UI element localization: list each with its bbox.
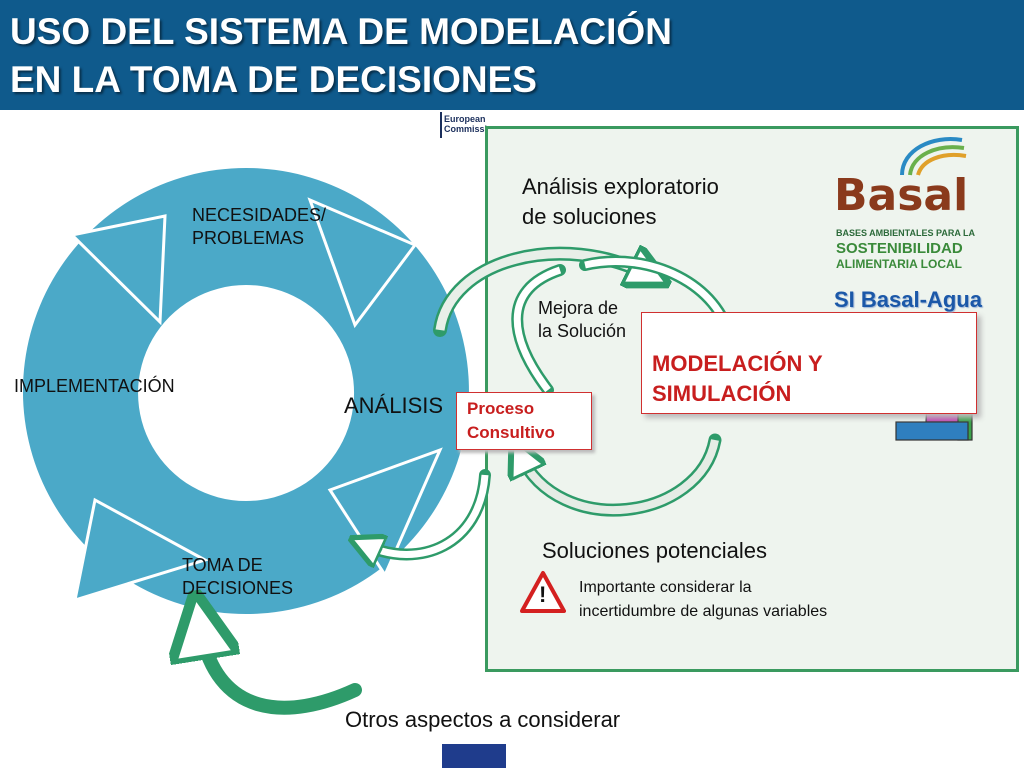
exploratorio-line-1: Análisis exploratorio [522, 174, 719, 199]
basal-sub-1: BASES AMBIENTALES PARA LA [836, 228, 976, 238]
cycle-arrowhead-bottom-right [327, 447, 443, 579]
modelacion-line-1: MODELACIÓN Y [652, 351, 823, 376]
cycle-arrowhead-top-left [68, 214, 167, 326]
basal-word: Basal [834, 170, 969, 221]
arrow-otros-to-toma [200, 625, 362, 715]
title-line-2: EN LA TOMA DE DECISIONES [10, 59, 537, 100]
modelacion-line-2: SIMULACIÓN [652, 381, 792, 406]
toma-decisiones-label: TOMA DE DECISIONES [182, 554, 293, 600]
warning-mark: ! [539, 582, 547, 607]
nota-line-1: Importante considerar la [579, 579, 752, 596]
si-basal-agua-label: SI Basal-Agua [834, 287, 982, 312]
cycle-ring [22, 168, 469, 615]
cycle-arrowhead-top-right [307, 197, 418, 329]
basal-logo-icon: Basal BASES AMBIENTALES PARA LA SOSTENIB… [832, 130, 982, 275]
nota-label: Importante considerar la incertidumbre d… [579, 576, 827, 624]
mejora-line-2: la Solución [538, 321, 627, 341]
cycle-arrowhead-bottom-left [73, 497, 209, 603]
nota-line-2: incertidumbre de algunas variables [579, 603, 828, 620]
title-line-1: USO DEL SISTEMA DE MODELACIÓN [10, 11, 672, 52]
header-banner: USO DEL SISTEMA DE MODELACIÓN EN LA TOMA… [0, 0, 1024, 110]
otros-aspectos-label: Otros aspectos a considerar [345, 707, 621, 732]
toma-line-2: DECISIONES [182, 578, 294, 598]
mejora-line-1: Mejora de [538, 298, 619, 318]
warning-icon: ! [520, 570, 566, 614]
analisis-label: ANÁLISIS [344, 393, 444, 418]
necesidades-label: NECESIDADES/ PROBLEMAS [192, 204, 326, 250]
exploratorio-label: Análisis exploratorio de soluciones [522, 172, 719, 232]
slide-title: USO DEL SISTEMA DE MODELACIÓN EN LA TOMA… [10, 8, 672, 104]
eu-flag-icon [442, 744, 506, 768]
basal-sub-2: SOSTENIBILIDAD [836, 240, 963, 257]
exploratorio-line-2: de soluciones [522, 204, 657, 229]
proceso-consultivo-box: Proceso Consultivo [456, 392, 592, 450]
toma-line-1: TOMA DE [182, 555, 263, 575]
proceso-line-2: Consultivo [467, 423, 555, 442]
basal-sub-3: ALIMENTARIA LOCAL [836, 257, 962, 271]
necesidades-line-2: PROBLEMAS [192, 228, 305, 248]
implementacion-label: IMPLEMENTACIÓN [14, 376, 175, 396]
necesidades-line-1: NECESIDADES/ [192, 205, 327, 225]
ec-logo-line-1: European [444, 114, 486, 124]
ec-logo-line-2: Commission [444, 124, 499, 134]
logo-rule [440, 112, 442, 138]
mejora-label: Mejora de la Solución [538, 297, 626, 343]
basal-swoosh [900, 137, 967, 176]
modelacion-box: MODELACIÓN Y SIMULACIÓN [641, 312, 977, 414]
soluciones-label: Soluciones potenciales [542, 538, 768, 563]
arrow-modelacion-to-proceso [513, 433, 722, 517]
european-commission-logo: European Commission [440, 112, 500, 138]
proceso-line-1: Proceso [467, 399, 535, 418]
